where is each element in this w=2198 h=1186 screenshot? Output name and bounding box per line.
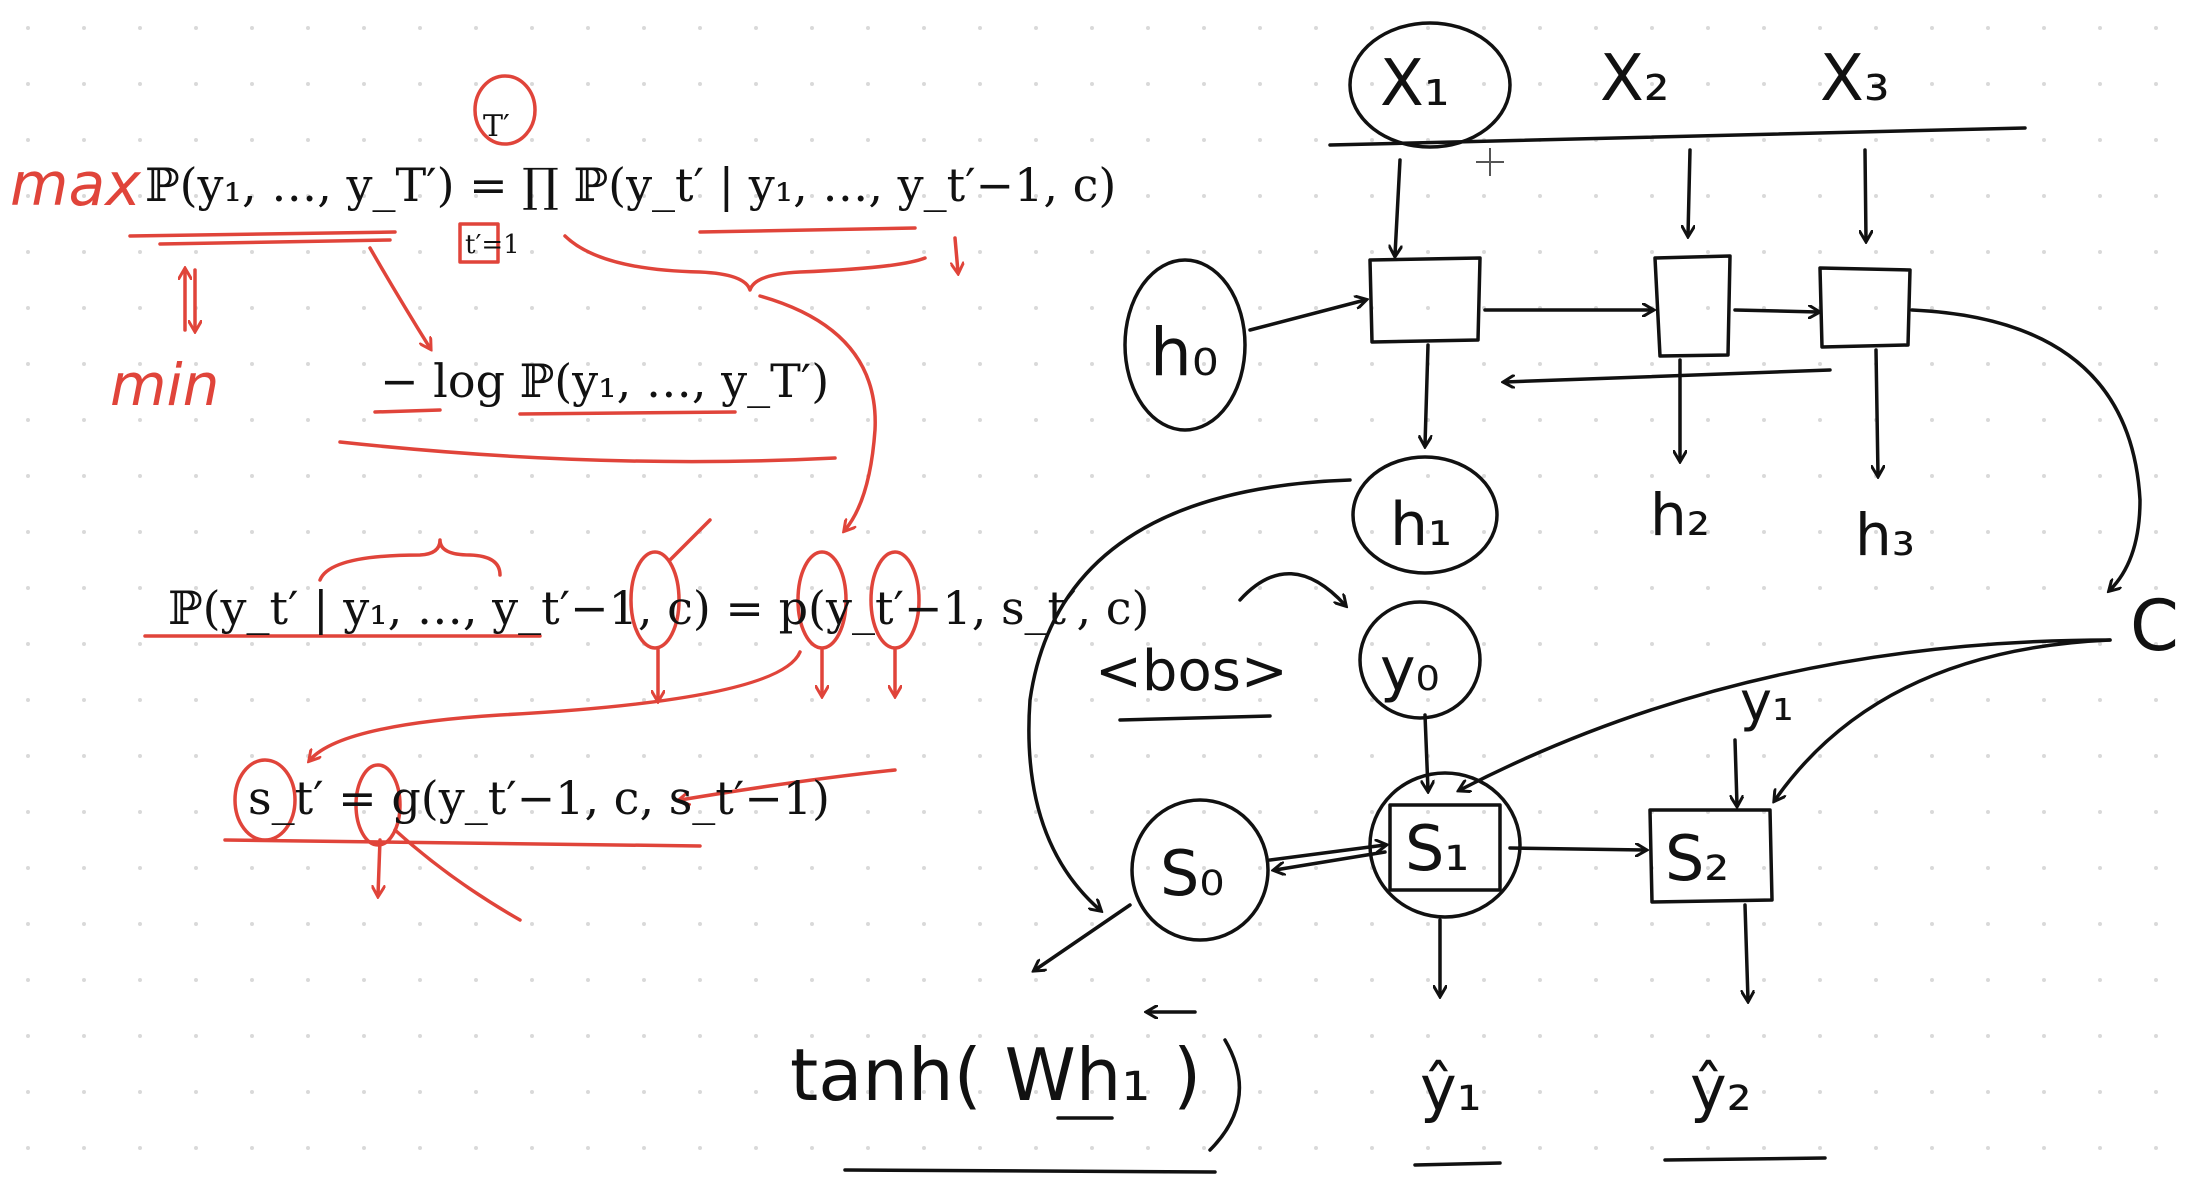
circle-p <box>629 550 681 650</box>
red-annotations <box>128 74 958 922</box>
box2-to-box3 <box>1733 310 1818 312</box>
box3-to-c-curve <box>1910 308 2142 590</box>
eq3-slash <box>668 518 712 562</box>
y0-circle <box>1358 600 1482 720</box>
eq2-underline-short <box>373 408 442 414</box>
h2-label: h₂ <box>1650 481 1710 549</box>
circle-g <box>354 763 402 847</box>
s1-to-s2 <box>1508 848 1645 850</box>
box-t-prime-bottom <box>458 222 500 264</box>
x2-label: X₂ <box>1600 42 1670 116</box>
eq1-left-underline-2 <box>158 238 392 246</box>
bos-underline <box>1118 714 1272 722</box>
c-to-s2 <box>1775 638 2112 800</box>
encoder-box-1 <box>1368 256 1482 344</box>
s0-to-s1 <box>1268 845 1385 862</box>
equation-2-text: − log ℙ(y₁, …, y_T′) <box>380 354 830 408</box>
eq1-right-underline <box>698 226 917 234</box>
eq1-c-arrow <box>955 236 958 272</box>
equation-1-product-bottom: t′=1 <box>465 232 520 258</box>
eq2-underline <box>338 440 837 464</box>
y0-label: y₀ <box>1380 635 1440 705</box>
s1-box <box>1388 803 1502 892</box>
h0-circle <box>1123 258 1247 432</box>
circle-c <box>869 550 921 650</box>
equation-3-text: ℙ(y_t′ | y₁, …, y_t′−1, c) = p(y_t′−1, s… <box>168 581 1150 635</box>
yhat1-underline <box>1413 1161 1502 1167</box>
box1-to-h1 <box>1425 343 1428 445</box>
s2-label: S₂ <box>1665 822 1729 895</box>
box3-to-h3 <box>1876 348 1878 475</box>
y0-to-s1 <box>1425 713 1428 790</box>
eq4-input-arrow <box>680 768 897 800</box>
eq4-underline <box>223 838 702 848</box>
s-to-eq4-curve <box>310 650 802 760</box>
eq3-top-brace <box>318 538 502 582</box>
tanh-underline <box>843 1168 1217 1174</box>
s0-label: S₀ <box>1160 837 1224 910</box>
product-upper-limit: T′ <box>483 109 510 144</box>
h0-to-box1 <box>1248 300 1365 332</box>
h1-circle <box>1351 455 1499 575</box>
h1-to-tanh-curve <box>1027 478 1352 910</box>
yhat2-label: ŷ₂ <box>1690 1052 1752 1125</box>
encoder-box-3 <box>1818 266 1912 349</box>
equation-1-product-top: T′ <box>483 112 510 142</box>
x1-circle <box>1348 21 1512 149</box>
s1-to-s0 <box>1275 850 1387 870</box>
equation-4-text: s_t′ = g(y_t′−1, c, s_t′−1) <box>248 771 830 825</box>
eq1-to-eq3-curve <box>758 294 877 530</box>
x2-arrow <box>1688 148 1690 235</box>
x1-arrow <box>1395 158 1400 255</box>
eq1-to-eq2-arrow <box>368 246 430 348</box>
bos-label: <bos> <box>1095 639 1288 704</box>
eq4-g-arrow <box>378 838 380 895</box>
x3-label: X₃ <box>1820 42 1890 116</box>
x1-label: X₁ <box>1380 47 1450 121</box>
rnn-diagram <box>843 21 2142 1174</box>
max-label: max <box>10 150 141 220</box>
min-label: min <box>110 351 219 419</box>
circle-t-prime-top <box>473 74 537 146</box>
encoder-box-2 <box>1653 254 1732 358</box>
h1-to-y0-hook <box>1238 572 1345 605</box>
crosshair-cursor-icon <box>1476 148 1504 176</box>
s1-label: S₁ <box>1405 812 1469 885</box>
yhat1-label: ŷ₁ <box>1420 1052 1482 1125</box>
s0-to-tanh <box>1035 903 1132 970</box>
tanh-close-paren <box>1208 1038 1242 1152</box>
s2-box <box>1648 808 1774 904</box>
h3-label: h₃ <box>1855 501 1915 569</box>
eq1-left-underline <box>128 230 397 238</box>
equation-4: s_t′ = g(y_t′−1, c, s_t′−1) <box>248 775 830 821</box>
x3-arrow <box>1865 148 1866 240</box>
c-to-s1 <box>1460 638 2112 790</box>
y1-to-s2 <box>1735 738 1737 805</box>
c-label: C <box>2130 585 2179 667</box>
input-baseline <box>1328 126 2027 147</box>
y1-input-label: y₁ <box>1740 670 1794 733</box>
s2-to-yhat2 <box>1745 903 1748 1000</box>
circle-s <box>796 550 848 650</box>
yhat2-underline <box>1663 1156 1827 1162</box>
box3-back-arrow <box>1505 368 1832 382</box>
equation-3: ℙ(y_t′ | y₁, …, y_t′−1, c) = p(y_t′−1, s… <box>168 585 1149 631</box>
equation-1-text: ℙ(y₁, …, y_T′) = ∏ ℙ(y_t′ | y₁, …, y_t′−… <box>145 158 1117 212</box>
product-lower-limit: t′=1 <box>465 230 520 260</box>
equation-2: − log ℙ(y₁, …, y_T′) <box>380 358 829 404</box>
eq2-underline-mid <box>518 410 737 416</box>
equation-1: ℙ(y₁, …, y_T′) = ∏ ℙ(y_t′ | y₁, …, y_t′−… <box>145 162 1116 208</box>
h1-label: h₁ <box>1390 490 1452 560</box>
eq4-slash <box>393 828 522 922</box>
eq1-right-brace <box>563 234 927 292</box>
h0-label: h₀ <box>1150 314 1218 391</box>
s0-circle <box>1130 798 1270 942</box>
tanh-label: tanh( Wh₁ ) <box>790 1033 1201 1117</box>
s1-circle <box>1368 771 1522 919</box>
